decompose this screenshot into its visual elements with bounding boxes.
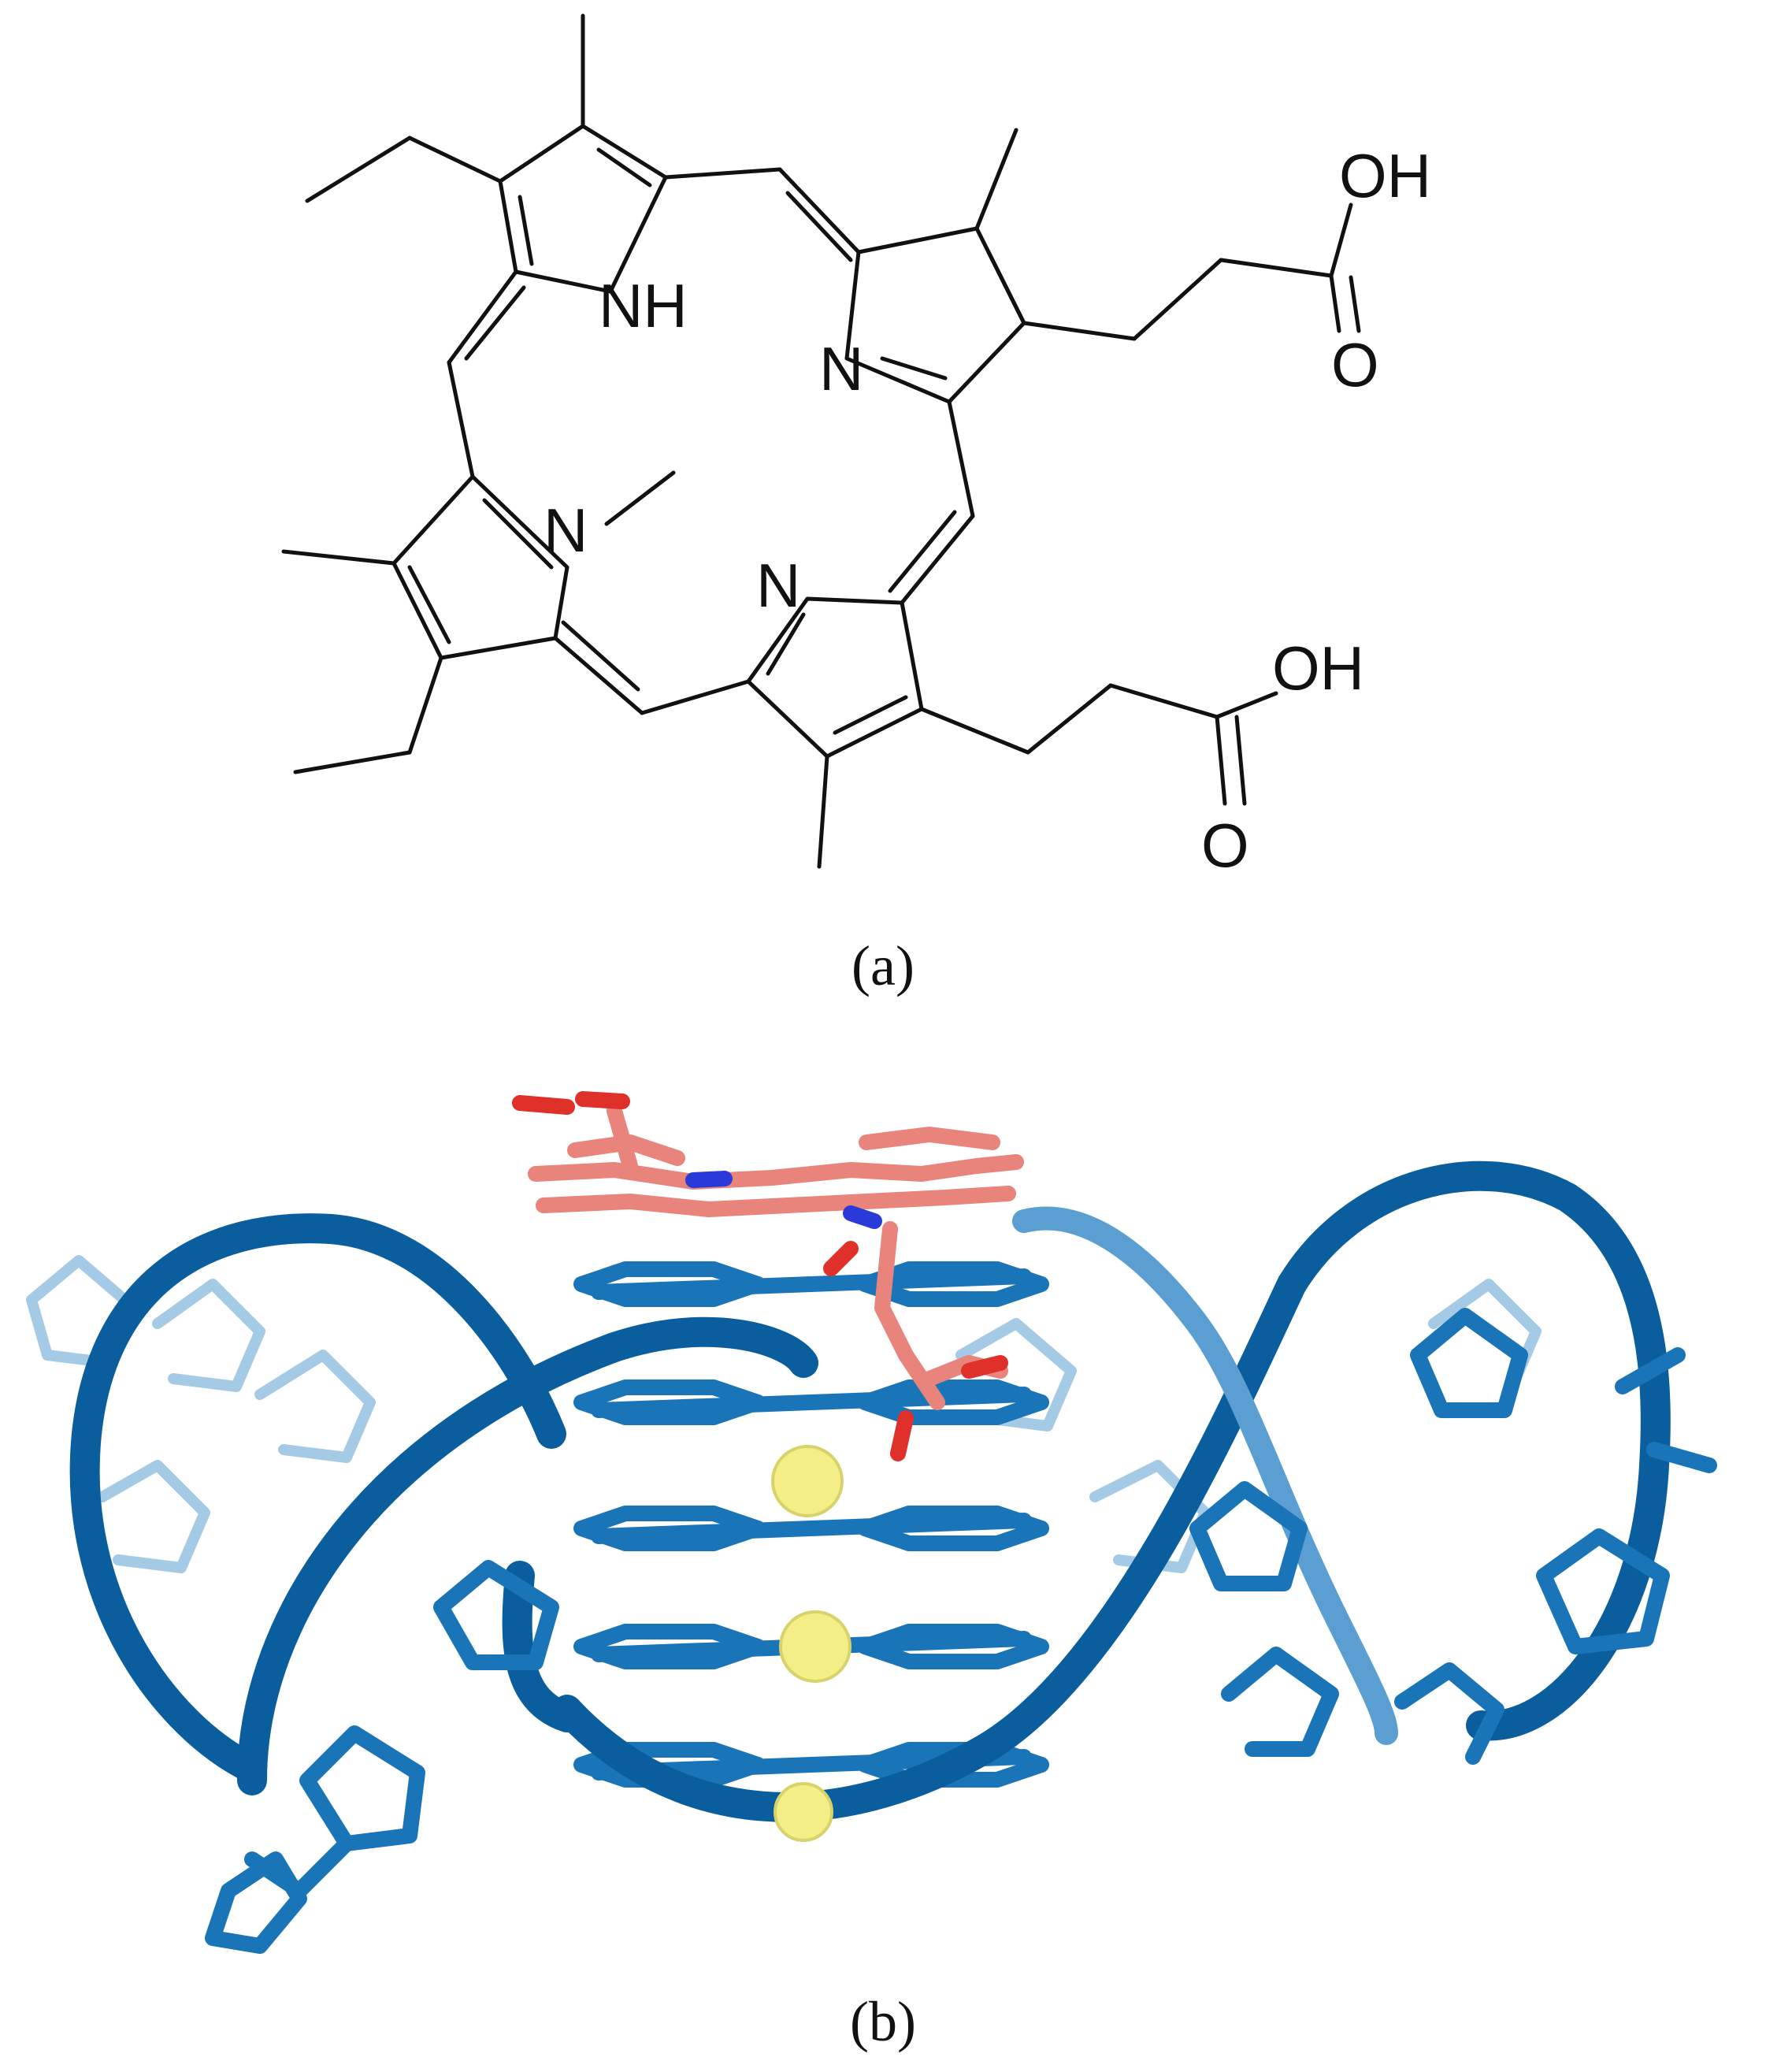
base-ring-layer-5-left [573,1742,766,1788]
ligand-nitrogen-atoms [685,1171,882,1229]
carbonyl-o-label-bottom: O [1201,811,1249,880]
chemical-structure-panel: NH N N N OH O OH O [0,0,1766,914]
caption-a: (a) [851,934,915,997]
base-stack-bond-1 [591,1268,1032,1300]
caption-b: (b) [850,1990,916,2053]
base-stack-bond-3 [591,1513,1032,1544]
base-ring-layer-4-left [573,1624,766,1669]
oh-label-bottom: OH [1272,633,1364,703]
base-stack-bond-2 [591,1387,1032,1418]
ion-sphere-top [771,1445,844,1517]
carbonyl-o-label-top: O [1331,330,1379,399]
ion-sphere-middle [779,1610,851,1683]
metal-ions [771,1445,851,1842]
base-ring-layer-2-left [573,1379,766,1425]
foreground-nucleotide-sticks [205,1308,1717,1954]
backbone-back-strand [1012,1206,1398,1745]
base-ring-layer-1-left [573,1261,766,1307]
imine-n-label-bottom: N [756,551,800,620]
bond-lines [281,13,1361,869]
nh-label: NH [599,271,688,340]
backbone-ribbons [69,1160,1671,1822]
base-ring-layer-3-left [573,1506,766,1551]
imine-n-label-top: N [819,334,863,403]
backbone-left-front [237,1316,818,1795]
backbone-right-loop [552,1160,1671,1822]
porphyrin-structure-diagram: NH N N N OH O OH O [281,13,1431,880]
ion-sphere-bottom [774,1782,833,1842]
backbone-left-loop [69,1213,566,1780]
molecular-render-panel [0,1024,1766,1970]
ligand-oxygen-atoms [512,1091,1008,1461]
n-methyl-label: N [544,496,588,565]
g-quadruplex-ligand-render [26,1091,1717,1954]
oh-label-top: OH [1339,141,1431,210]
